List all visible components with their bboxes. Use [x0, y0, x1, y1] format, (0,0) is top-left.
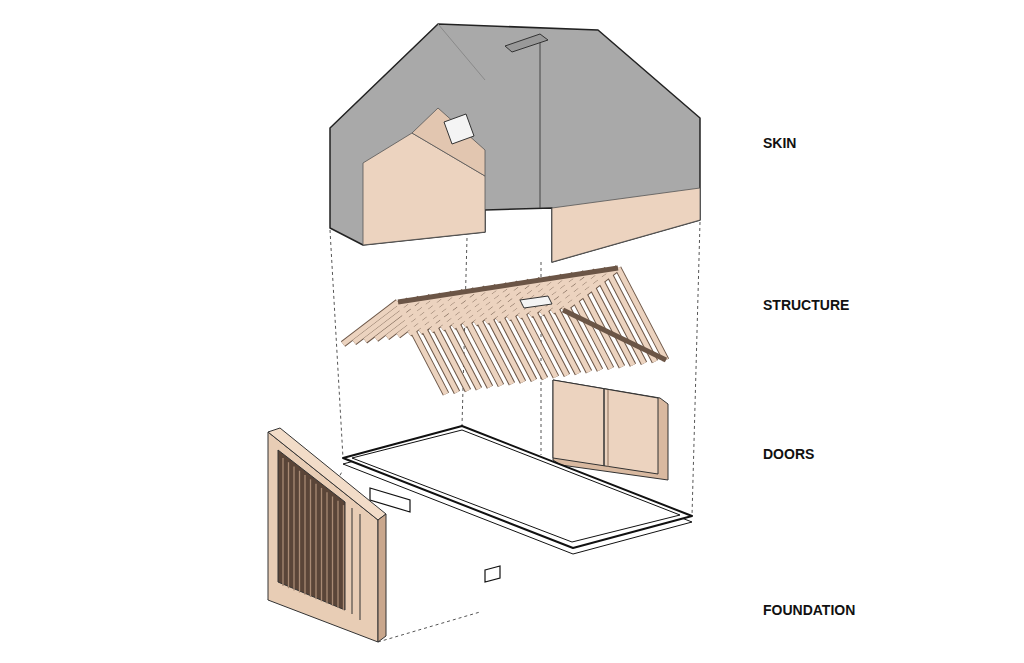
layer-label: SKIN [763, 135, 796, 152]
door-slat [326, 492, 327, 603]
door-slat [343, 505, 344, 610]
door-slat [337, 501, 338, 608]
door-slat [332, 497, 333, 606]
rafter [596, 271, 644, 363]
door-slat [288, 462, 289, 588]
skin-shell [330, 24, 700, 262]
roof-rafters [343, 268, 666, 394]
ridge-beam [398, 268, 618, 302]
door-slat [321, 488, 322, 601]
layer-label: DOORS [763, 446, 814, 463]
truss-tie [563, 310, 666, 360]
right-door [553, 380, 668, 480]
door-slat [293, 466, 294, 590]
door-slat [304, 475, 305, 595]
projection-lines [268, 222, 700, 642]
left-door [268, 428, 386, 642]
skylight-frame [520, 296, 552, 308]
foundation-slab [343, 426, 692, 582]
rafter [607, 270, 655, 362]
door-slat [299, 471, 300, 593]
door-slat [315, 484, 316, 600]
layer-label: FOUNDATION [763, 602, 855, 619]
door-slat [310, 479, 311, 597]
door-slat [282, 458, 283, 586]
layer-label: STRUCTURE [763, 297, 849, 314]
